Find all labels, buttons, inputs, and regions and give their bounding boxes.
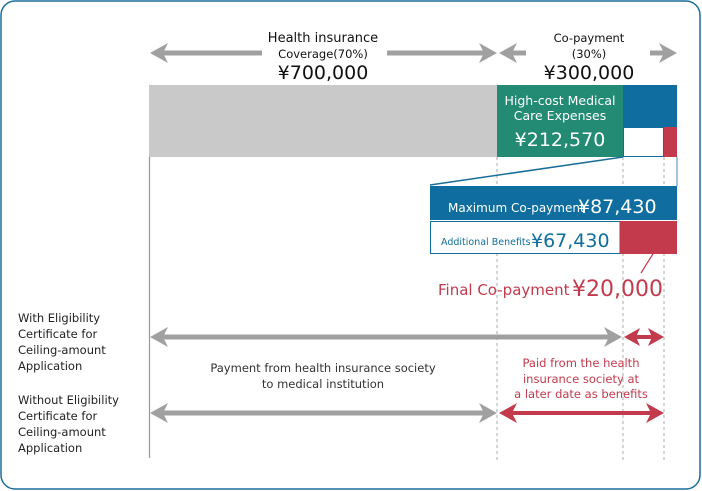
benefit-note-line1: Paid from the health xyxy=(523,356,640,370)
with-certificate-line1: With Eligibility xyxy=(18,311,100,325)
final-copay-pointer xyxy=(640,248,657,274)
without-certificate-line1: Without Eligibility xyxy=(18,393,119,407)
max-copay-amount: ¥87,430 xyxy=(578,196,657,218)
row1-benefit-arrow-icon xyxy=(624,328,664,346)
final-copay-amount: ¥20,000 xyxy=(572,277,663,302)
insurance-right-arrow-icon xyxy=(387,43,497,63)
additional-benefits-amount: ¥67,430 xyxy=(531,230,610,252)
copay-subtitle: (30%) xyxy=(572,47,607,61)
max-copay-box xyxy=(430,186,677,220)
final-copay-box xyxy=(620,221,677,254)
final-copay-label: Final Co-payment xyxy=(438,281,570,299)
payment-note-line2: to medical institution xyxy=(262,377,384,391)
insurance-left-arrow-icon xyxy=(150,43,262,63)
header-arrows xyxy=(150,43,677,63)
row2-benefit-arrow-icon xyxy=(499,403,664,423)
benefit-note-line2: insurance society at xyxy=(523,372,640,386)
high-cost-amount: ¥212,570 xyxy=(515,129,606,151)
without-certificate-label: Without Eligibility Certificate for Ceil… xyxy=(18,393,119,455)
payment-note-line1: Payment from health insurance society xyxy=(210,361,435,375)
max-copay-label: Maximum Co-payment xyxy=(448,201,585,215)
copay-amount: ¥300,000 xyxy=(544,62,635,84)
insurance-coverage-bar xyxy=(149,85,497,157)
high-cost-bar xyxy=(497,85,623,157)
copay-left-arrow-icon xyxy=(499,43,526,63)
without-certificate-line3: Ceiling-amount xyxy=(18,425,106,439)
max-copay-bar xyxy=(623,85,677,127)
with-certificate-line4: Application xyxy=(18,359,82,373)
expansion-connector-left xyxy=(429,156,624,186)
without-certificate-line4: Application xyxy=(18,441,82,455)
high-cost-label-line1: High-cost Medical xyxy=(504,93,615,108)
insurance-title: Health insurance xyxy=(268,31,378,46)
copay-right-arrow-icon xyxy=(650,43,677,63)
additional-benefits-label: Additional Benefits xyxy=(441,237,531,248)
row1-insurance-arrow-icon xyxy=(150,327,622,347)
row2-insurance-arrow-icon xyxy=(150,403,497,423)
copay-title: Co-payment xyxy=(554,31,625,45)
additional-benefits-box xyxy=(430,221,621,254)
benefit-note-line3: a later date as benefits xyxy=(514,387,648,401)
high-cost-label-line2: Care Expenses xyxy=(514,108,606,123)
insurance-amount: ¥700,000 xyxy=(278,62,369,84)
with-certificate-line2: Certificate for xyxy=(18,327,97,341)
additional-benefits-bar xyxy=(623,127,664,157)
final-copay-bar xyxy=(664,127,677,157)
insurance-subtitle: Coverage(70%) xyxy=(278,47,368,61)
with-certificate-label: With Eligibility Certificate for Ceiling… xyxy=(18,311,106,373)
without-certificate-line2: Certificate for xyxy=(18,409,97,423)
with-certificate-line3: Ceiling-amount xyxy=(18,343,106,357)
